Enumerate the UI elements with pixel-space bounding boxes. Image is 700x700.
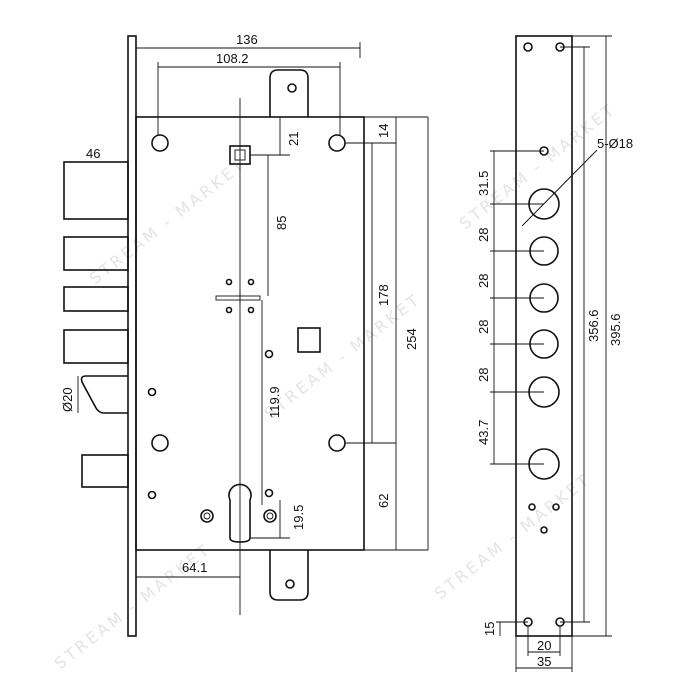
- dim-14-label: 14: [376, 124, 391, 138]
- dim-19-label: 19.5: [291, 505, 306, 530]
- plate-dim-395-label: 395.6: [608, 313, 623, 346]
- plate-dim-28b-label: 28: [476, 274, 491, 288]
- dim-21-label: 21: [286, 132, 301, 146]
- dim-46-label: 46: [86, 146, 100, 161]
- case-hole-top-left: [151, 134, 169, 152]
- plate-dim-15-label: 15: [482, 622, 497, 636]
- plate-dim-28d-label: 28: [476, 368, 491, 382]
- case-hole-top-right: [328, 134, 346, 152]
- bolt-1: [63, 161, 129, 220]
- top-mounting-tab: [269, 69, 309, 117]
- small-hole-3: [264, 349, 274, 359]
- case-window: [297, 327, 321, 353]
- watermark-2: STREAM - MARKET: [261, 289, 425, 423]
- small-hole-6: [247, 278, 255, 286]
- watermark-4: STREAM - MARKET: [456, 99, 620, 233]
- strike-plate-view: [515, 35, 573, 637]
- cylinder-screw-right: [263, 509, 277, 523]
- bolt-2: [63, 236, 129, 271]
- plate-small-hole-a: [528, 503, 536, 511]
- plate-top-hole-left: [523, 42, 533, 52]
- latch-bolt: [80, 375, 128, 414]
- dim-108-label: 108.2: [216, 51, 249, 66]
- dim-119-label: 119.9: [267, 386, 282, 418]
- watermark-1: STREAM - MARKET: [86, 154, 250, 288]
- top-tab-hole: [287, 83, 297, 93]
- cylinder-screw-left-inner: [203, 512, 211, 520]
- lever-slot: [215, 295, 261, 301]
- case-hole-mid-left: [151, 434, 169, 452]
- plate-dim-31-label: 31.5: [476, 171, 491, 196]
- dim-20-label: Ø20: [60, 387, 75, 412]
- plate-small-hole-c: [540, 526, 548, 534]
- plate-small-hole-b: [552, 503, 560, 511]
- lock-bolts: [63, 161, 129, 488]
- lock-faceplate: [127, 35, 137, 637]
- small-hole-2: [147, 490, 157, 500]
- dim-136-label: 136: [236, 32, 258, 47]
- plate-dimensions: 31.5 28 28 28 28 43.7 5-Ø18 356.6 395.6 …: [476, 35, 633, 672]
- bottom-mounting-tab: [269, 550, 309, 601]
- plate-dim-356-label: 356.6: [586, 309, 601, 342]
- small-hole-1: [147, 387, 157, 397]
- lock-body-view: [63, 35, 365, 637]
- bottom-tab-hole: [285, 579, 295, 589]
- plate-dim-20-label: 20: [537, 638, 551, 653]
- cylinder-screw-left: [200, 509, 214, 523]
- cylinder-screw-right-inner: [266, 512, 274, 520]
- case-hole-mid-right: [328, 434, 346, 452]
- bolt-5: [81, 454, 129, 488]
- dim-254-label: 254: [404, 328, 419, 350]
- small-hole-7: [225, 306, 233, 314]
- cylinder-profile: [228, 483, 252, 543]
- case-holes: [147, 134, 346, 500]
- watermark-5: STREAM - MARKET: [431, 469, 595, 603]
- holes-label: 5-Ø18: [597, 136, 633, 151]
- plate-dim-43-label: 43.7: [476, 420, 491, 445]
- strike-plate: [515, 35, 573, 637]
- holes-leader: [521, 149, 598, 227]
- dim-85-label: 85: [274, 216, 289, 230]
- small-hole-5: [225, 278, 233, 286]
- lock-case: [135, 116, 365, 551]
- bolt-3: [63, 286, 129, 312]
- plate-dim-28c-label: 28: [476, 320, 491, 334]
- dim-64-label: 64.1: [182, 560, 207, 575]
- plate-dim-35-label: 35: [537, 654, 551, 669]
- small-hole-8: [247, 306, 255, 314]
- lock-dimensions: 136 108.2 21 14 46 85 178 254 Ø20: [60, 32, 429, 578]
- bolt-4: [63, 329, 129, 364]
- small-hole-4: [264, 488, 274, 498]
- plate-dim-28a-label: 28: [476, 228, 491, 242]
- dim-178-label: 178: [376, 284, 391, 306]
- dim-62-label: 62: [376, 494, 391, 508]
